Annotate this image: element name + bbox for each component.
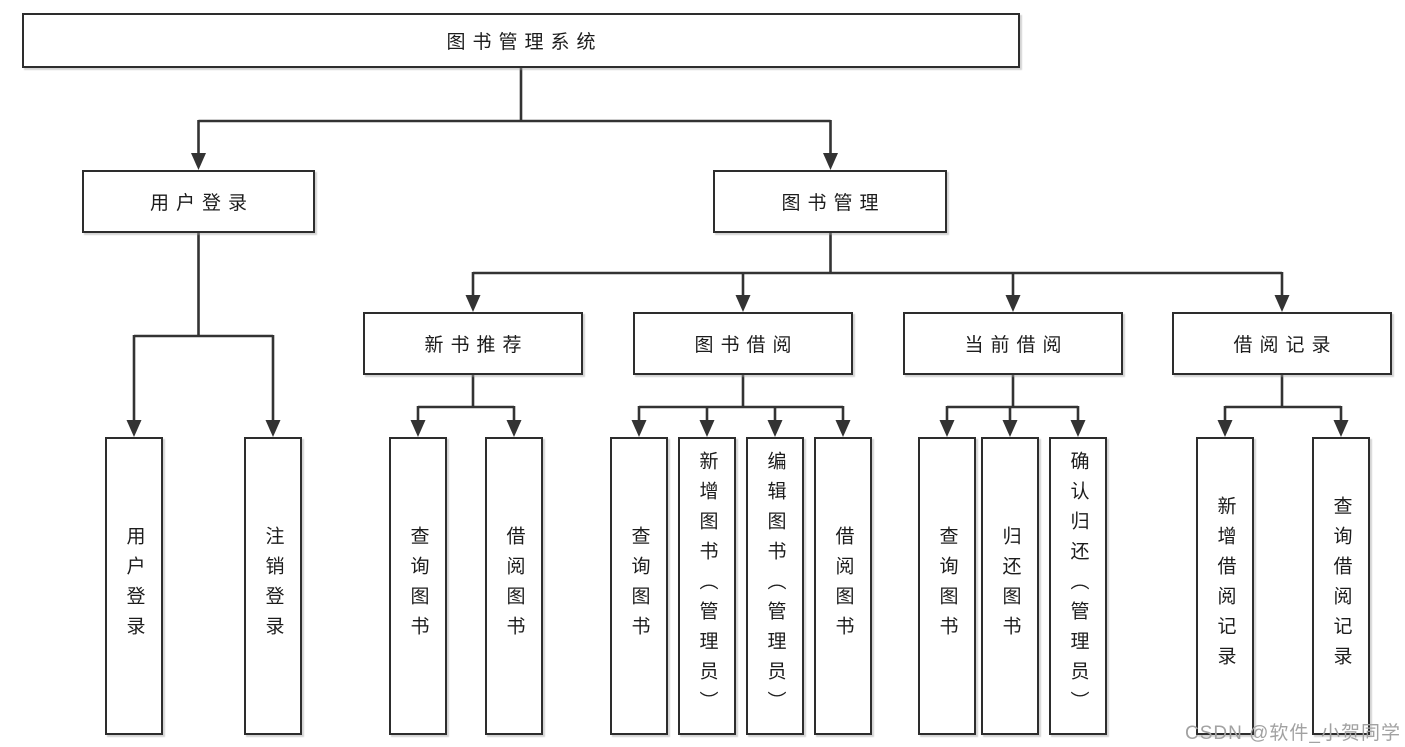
leaf-logout: 注销登录 <box>244 437 302 735</box>
leaf-query-books-current-label: 查询图书 <box>936 526 958 646</box>
arrow-down-icon <box>1005 295 1021 312</box>
leaf-confirm-return-admin-label: 确认归还（管理员） <box>1067 451 1089 721</box>
leaf-query-books-borrow: 查询图书 <box>610 437 668 735</box>
leaf-query-books-recommend-label: 查询图书 <box>407 526 429 646</box>
arrow-down-icon <box>939 420 955 437</box>
arrow-down-icon <box>506 420 522 437</box>
arrow-down-icon <box>1002 420 1018 437</box>
arrow-down-icon <box>191 153 206 170</box>
node-user-login-label: 用户登录 <box>149 193 254 214</box>
leaf-add-book-admin-label: 新增图书（管理员） <box>696 451 718 721</box>
node-current-borrow-label: 当前借阅 <box>964 335 1069 356</box>
node-borrow-records: 借阅记录 <box>1172 312 1392 375</box>
arrow-down-icon <box>767 420 783 437</box>
node-new-book-recommend-label: 新书推荐 <box>424 335 529 356</box>
node-new-book-recommend: 新书推荐 <box>363 312 583 375</box>
connectors-user-login <box>126 233 281 437</box>
node-book-borrow: 图书借阅 <box>633 312 853 375</box>
leaf-logout-label: 注销登录 <box>262 526 284 646</box>
leaf-add-borrow-record-label: 新增借阅记录 <box>1214 496 1236 676</box>
leaf-edit-book-admin: 编辑图书（管理员） <box>746 437 804 735</box>
arrow-down-icon <box>265 420 281 437</box>
arrow-down-icon <box>1217 420 1233 437</box>
arrow-down-icon <box>126 420 142 437</box>
leaf-query-books-recommend: 查询图书 <box>389 437 447 735</box>
arrow-down-icon <box>699 420 715 437</box>
arrow-down-icon <box>735 295 751 312</box>
leaf-return-book-label: 归还图书 <box>999 526 1021 646</box>
leaf-query-books-borrow-label: 查询图书 <box>628 526 650 646</box>
leaf-borrow-books-recommend: 借阅图书 <box>485 437 543 735</box>
node-borrow-records-label: 借阅记录 <box>1233 335 1338 356</box>
leaf-add-book-admin: 新增图书（管理员） <box>678 437 736 735</box>
arrow-down-icon <box>823 153 838 170</box>
leaf-query-books-current: 查询图书 <box>918 437 976 735</box>
node-library-management-system-label: 图书管理系统 <box>446 32 603 53</box>
leaf-add-borrow-record: 新增借阅记录 <box>1196 437 1254 735</box>
arrow-down-icon <box>1333 420 1349 437</box>
node-library-management-system: 图书管理系统 <box>22 13 1020 68</box>
leaf-user-login: 用户登录 <box>105 437 163 735</box>
leaf-borrow-books-label: 借阅图书 <box>832 526 854 646</box>
arrow-down-icon <box>631 420 647 437</box>
arrow-down-icon <box>1274 295 1290 312</box>
arrow-down-icon <box>1070 420 1086 437</box>
node-book-management-label: 图书管理 <box>781 193 886 214</box>
node-user-login: 用户登录 <box>82 170 315 233</box>
leaf-borrow-books-recommend-label: 借阅图书 <box>503 526 525 646</box>
arrow-down-icon <box>465 295 481 312</box>
leaf-query-borrow-record-label: 查询借阅记录 <box>1330 496 1352 676</box>
node-current-borrow: 当前借阅 <box>903 312 1123 375</box>
leaf-borrow-books: 借阅图书 <box>814 437 872 735</box>
csdn-watermark: CSDN @软件_小贺同学 <box>1185 723 1401 744</box>
leaf-query-borrow-record: 查询借阅记录 <box>1312 437 1370 735</box>
leaf-user-login-label: 用户登录 <box>123 526 145 646</box>
node-book-borrow-label: 图书借阅 <box>694 335 799 356</box>
arrow-down-icon <box>410 420 426 437</box>
connectors-root <box>191 67 838 170</box>
connectors-book-management <box>465 233 1290 312</box>
arrow-down-icon <box>835 420 851 437</box>
leaf-confirm-return-admin: 确认归还（管理员） <box>1049 437 1107 735</box>
connectors-book-borrow <box>631 375 851 437</box>
node-book-management: 图书管理 <box>713 170 947 233</box>
leaf-return-book: 归还图书 <box>981 437 1039 735</box>
connectors-current-borrow <box>939 375 1086 437</box>
leaf-edit-book-admin-label: 编辑图书（管理员） <box>764 451 786 721</box>
connectors-new-book-recommend <box>410 375 522 437</box>
connectors-borrow-records <box>1217 375 1349 437</box>
